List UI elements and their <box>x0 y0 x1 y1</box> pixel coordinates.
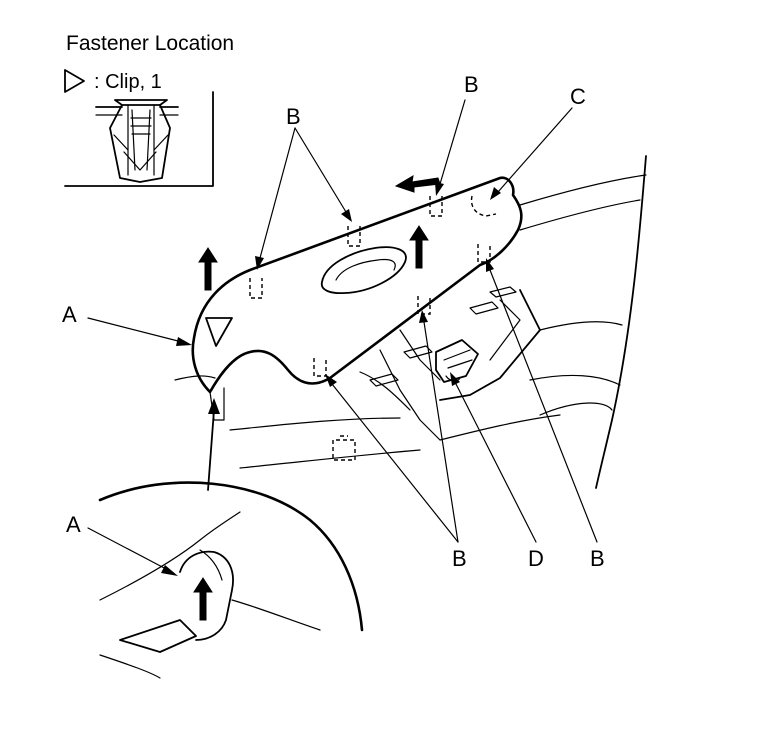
diagram-title: Fastener Location <box>66 32 234 55</box>
callout-b-bottom-mid: B <box>452 546 467 571</box>
callout-b-upper-right: B <box>464 72 479 97</box>
trim-panel <box>191 176 523 421</box>
connector-line <box>207 409 215 491</box>
clip-triangle-icon <box>205 317 233 347</box>
callout-d: D <box>528 546 544 571</box>
callout-a-upper: A <box>62 302 77 327</box>
callout-a-lower: A <box>66 512 81 537</box>
triangle-outline-icon <box>64 69 85 93</box>
legend-text: : Clip, 1 <box>94 71 162 93</box>
detail-view-lower <box>98 481 364 679</box>
dashboard-outline <box>174 155 647 489</box>
callout-b-bottom-right: B <box>590 546 605 571</box>
clip-legend: : Clip, 1 <box>64 69 162 93</box>
callout-leaders <box>87 99 598 576</box>
callout-c: C <box>570 84 586 109</box>
clip-detail-inset <box>64 91 214 187</box>
removal-arrows <box>193 175 441 621</box>
callout-b-upper-left: B <box>286 104 301 129</box>
